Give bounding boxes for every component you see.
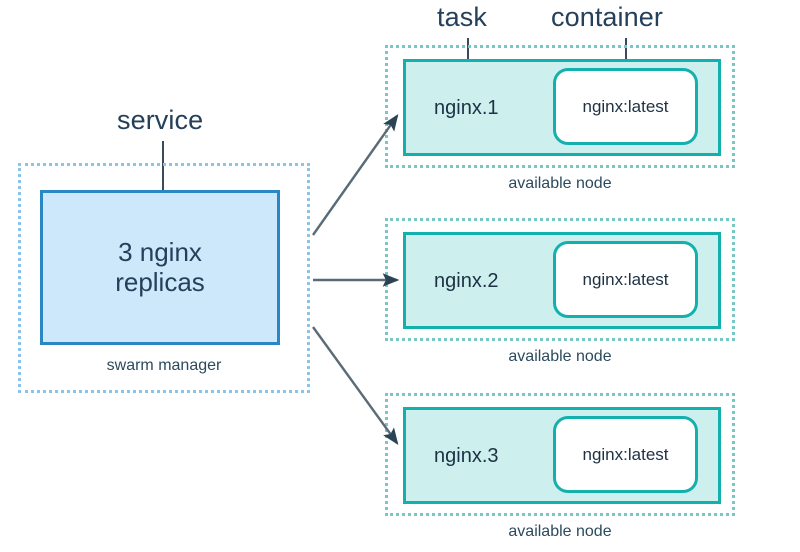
service-leader-line [162, 141, 164, 228]
available-node-group-3 [385, 393, 735, 516]
container-annotation-label: container [551, 2, 663, 32]
task-name-2: nginx.2 [434, 269, 499, 292]
container-name-1: nginx:latest [582, 97, 669, 116]
container-name-3: nginx:latest [582, 445, 669, 464]
task-name-1: nginx.1 [434, 96, 499, 119]
available-node-caption-1: available node [508, 175, 612, 192]
available-node-caption-2: available node [508, 348, 612, 365]
task-annotation-label: task [437, 2, 487, 32]
available-node-group-1 [385, 45, 735, 168]
swarm-manager-group [18, 163, 310, 393]
container-box-1[interactable]: nginx:latest [553, 68, 698, 145]
available-node-caption-3: available node [508, 523, 612, 540]
service-box[interactable]: 3 nginx replicas [40, 190, 280, 345]
container-box-2[interactable]: nginx:latest [553, 241, 698, 318]
task-box-3[interactable]: nginx.3 nginx:latest [403, 407, 721, 504]
service-annotation-label: service [117, 105, 204, 135]
task-box-1[interactable]: nginx.1 nginx:latest [403, 59, 721, 156]
task-box-2[interactable]: nginx.2 nginx:latest [403, 232, 721, 329]
service-box-label: 3 nginx replicas [115, 236, 205, 297]
swarm-manager-caption: swarm manager [106, 357, 222, 374]
task-name-3: nginx.3 [434, 444, 499, 467]
container-box-3[interactable]: nginx:latest [553, 416, 698, 493]
container-name-2: nginx:latest [582, 270, 669, 289]
